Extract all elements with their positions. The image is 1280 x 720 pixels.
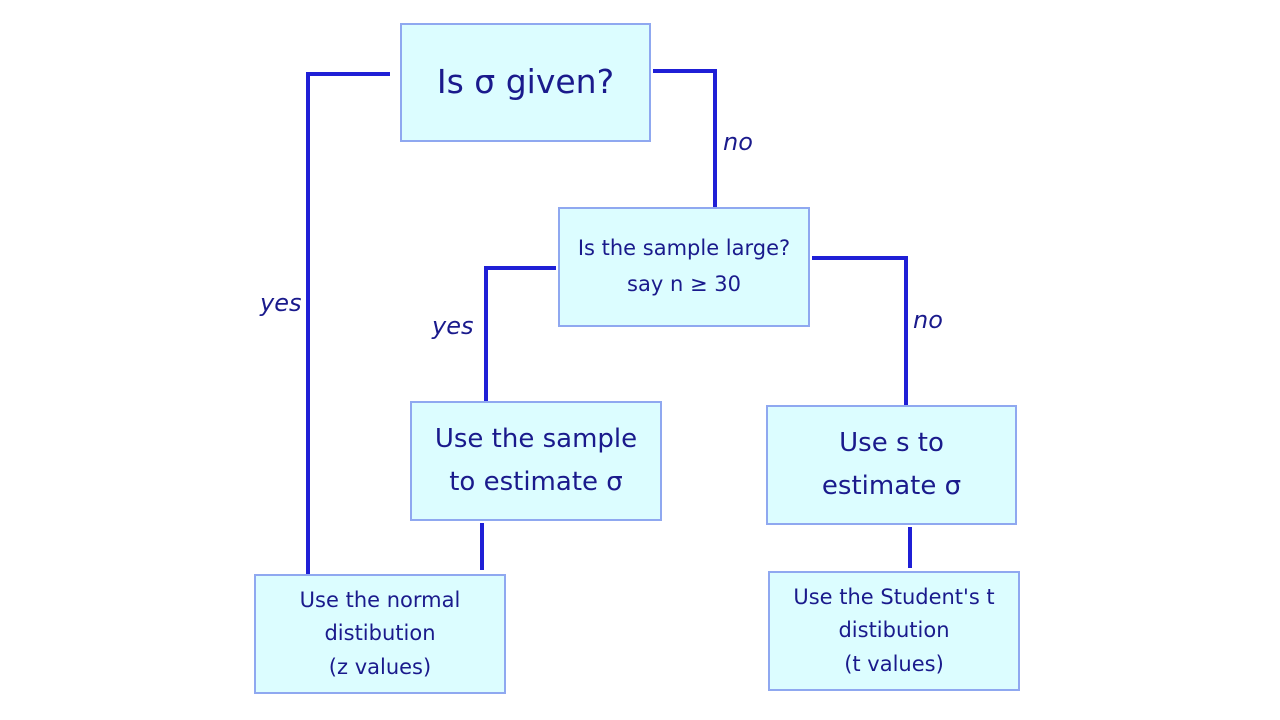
connector-large-no xyxy=(812,256,908,405)
node-sigma-given: Is σ given? xyxy=(400,23,651,142)
edge-label-sigma-yes: yes xyxy=(260,289,302,317)
node-text: distibution xyxy=(838,618,950,643)
node-sample-large: Is the sample large? say n ≥ 30 xyxy=(558,207,810,327)
node-normal-distribution: Use the normal distibution (z values) xyxy=(254,574,506,694)
edge-label-large-no: no xyxy=(913,306,943,334)
node-student-t-distribution: Use the Student's t distibution (t value… xyxy=(768,571,1020,691)
node-use-s: Use s to estimate σ xyxy=(766,405,1017,525)
node-text: say n ≥ 30 xyxy=(627,272,741,296)
connector-sigma-no xyxy=(653,69,717,207)
node-text: Use s to xyxy=(839,428,944,459)
connector-sigma-yes xyxy=(306,72,390,574)
node-text: (t values) xyxy=(844,651,944,676)
node-text: Use the sample xyxy=(434,424,638,455)
edge-label-large-yes: yes xyxy=(432,312,474,340)
node-text: Use the Student's t xyxy=(793,584,995,609)
node-use-sample: Use the sample to estimate σ xyxy=(410,401,662,521)
node-text: to estimate σ xyxy=(449,467,623,497)
connector-large-yes xyxy=(484,266,556,401)
edge-label-sigma-no: no xyxy=(723,128,753,156)
node-text: Is σ given? xyxy=(436,62,615,102)
node-text: estimate σ xyxy=(821,471,962,501)
node-text: distibution xyxy=(324,621,436,646)
node-text: Is the sample large? xyxy=(577,236,791,261)
node-text: Use the normal xyxy=(299,587,461,612)
node-text: (z values) xyxy=(328,654,432,679)
